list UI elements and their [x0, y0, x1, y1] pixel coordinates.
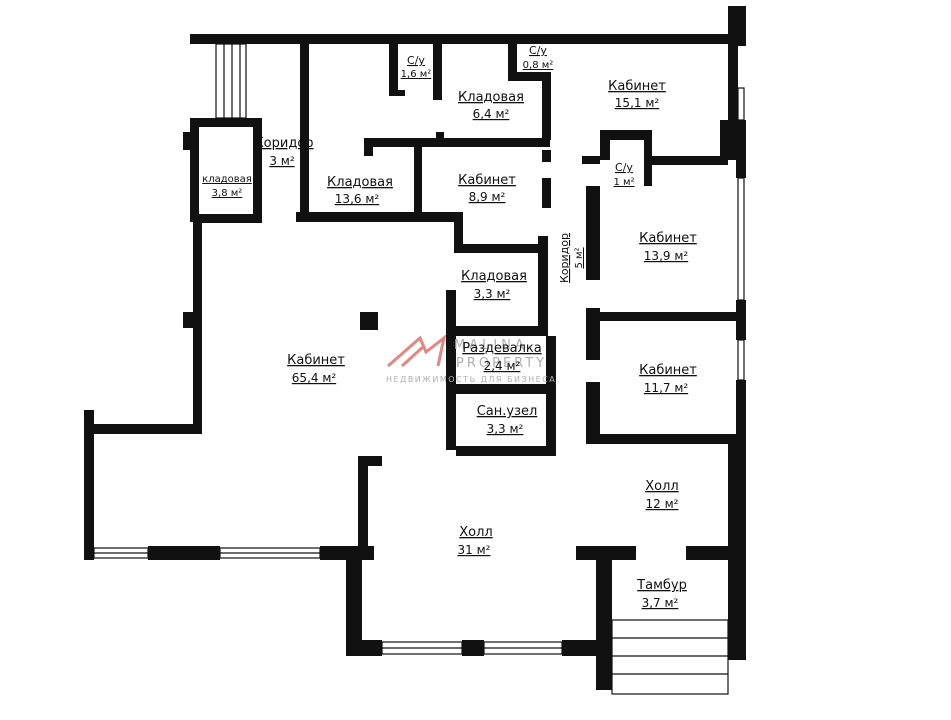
- room-area: 3 м²: [269, 154, 295, 168]
- room-label-bathroom: Сан.узел 3,3 м²: [477, 404, 538, 436]
- watermark-logo-icon: [387, 334, 447, 368]
- room-label-corridor-3: Коридор 3 м²: [254, 136, 313, 168]
- room-area: 3,3 м²: [474, 287, 511, 301]
- room-name: Кладовая: [458, 90, 524, 105]
- room-area: 3,3 м²: [487, 422, 524, 436]
- watermark-brand2: PROPERTY: [456, 356, 547, 371]
- room-label-vestibule: Тамбур 3,7 м²: [636, 578, 687, 610]
- room-name: Холл: [645, 479, 678, 494]
- room-name: Кладовая: [461, 269, 527, 284]
- room-area: 65,4 м²: [292, 371, 337, 385]
- room-area: 1 м²: [613, 177, 634, 188]
- watermark-brand: MALINA: [454, 338, 528, 353]
- room-name: Коридор: [254, 136, 313, 151]
- room-label-office-117: Кабинет 11,7 м²: [639, 363, 697, 395]
- room-label-corridor-5: Коридор 5 м²: [558, 233, 585, 283]
- room-name: С/у: [529, 44, 547, 57]
- room-area: 0,8 м²: [523, 60, 554, 71]
- windows: [93, 43, 745, 695]
- room-name: Холл: [459, 525, 492, 540]
- room-name: Тамбур: [636, 578, 687, 593]
- room-label-office-89: Кабинет 8,9 м²: [458, 173, 516, 204]
- room-area: 3,8 м²: [212, 188, 243, 199]
- room-area: 8,9 м²: [469, 190, 506, 204]
- room-area: 15,1 м²: [615, 96, 660, 110]
- room-label-wc-3: С/у 1 м²: [613, 161, 634, 188]
- room-area: 12 м²: [646, 497, 679, 511]
- room-label-locker-room: Раздевалка 2,4 м²: [462, 341, 541, 373]
- room-name: Раздевалка: [462, 341, 541, 356]
- watermark: MALINA PROPERTY НЕДВИЖИМОСТЬ ДЛЯ БИЗНЕСА: [386, 334, 556, 384]
- walls: [84, 6, 746, 690]
- room-area: 6,4 м²: [473, 107, 510, 121]
- room-name: Кабинет: [639, 363, 697, 378]
- room-area: 3,7 м²: [642, 596, 679, 610]
- room-label-storage-38: кладовая 3,8 м²: [202, 174, 252, 199]
- room-label-storage-33: Кладовая 3,3 м²: [461, 269, 527, 301]
- room-label-storage-64: Кладовая 6,4 м²: [458, 90, 524, 121]
- room-label-office-139: Кабинет 13,9 м²: [639, 231, 697, 263]
- room-area: 5 м²: [574, 247, 585, 268]
- room-area: 13,6 м²: [335, 192, 380, 206]
- watermark-tagline: НЕДВИЖИМОСТЬ ДЛЯ БИЗНЕСА: [386, 375, 556, 384]
- room-name: Кабинет: [287, 353, 345, 368]
- room-area: 2,4 м²: [484, 359, 521, 373]
- room-label-wc-2: С/у 0,8 м²: [523, 44, 554, 71]
- room-labels: С/у 1,6 м² С/у 0,8 м² Кладовая 6,4 м² Ка…: [202, 44, 697, 610]
- room-area: 31 м²: [458, 543, 491, 557]
- room-label-hall-31: Холл 31 м²: [458, 525, 493, 557]
- room-name: С/у: [407, 54, 425, 67]
- room-area: 1,6 м²: [401, 69, 432, 80]
- room-label-wc-1: С/у 1,6 м²: [401, 54, 432, 80]
- room-name: Кабинет: [458, 173, 516, 188]
- room-name: кладовая: [202, 174, 252, 185]
- room-label-office-151: Кабинет 15,1 м²: [608, 79, 666, 110]
- room-label-office-654: Кабинет 65,4 м²: [287, 353, 345, 385]
- room-name: Кабинет: [639, 231, 697, 246]
- room-label-hall-12: Холл 12 м²: [645, 479, 678, 511]
- room-name: С/у: [615, 161, 633, 174]
- room-name: Кладовая: [327, 175, 393, 190]
- room-name: Кабинет: [608, 79, 666, 94]
- room-name: Сан.узел: [477, 404, 538, 419]
- room-label-storage-136: Кладовая 13,6 м²: [327, 175, 393, 206]
- room-name: Коридор: [558, 233, 571, 283]
- room-area: 13,9 м²: [644, 249, 689, 263]
- room-area: 11,7 м²: [644, 381, 689, 395]
